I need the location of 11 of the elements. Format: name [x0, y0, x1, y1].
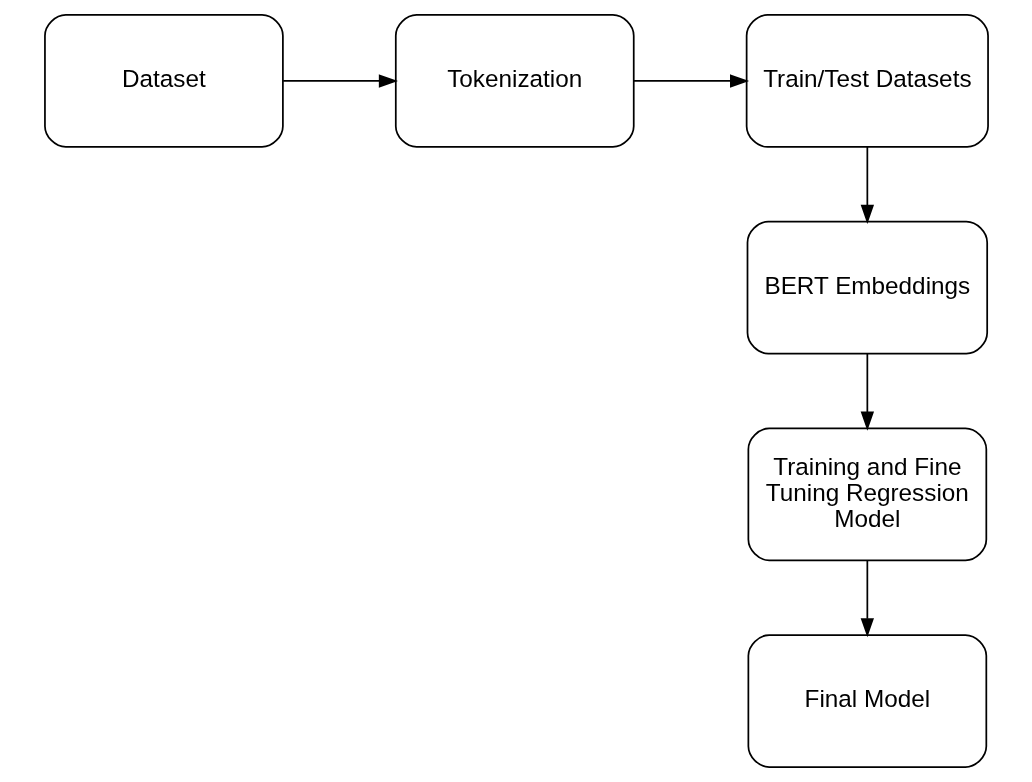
- node-box: Final Model: [747, 634, 987, 768]
- arrow: [281, 74, 398, 88]
- node-box: Tokenization: [394, 14, 635, 148]
- arrow: [860, 146, 874, 224]
- arrow: [860, 352, 874, 431]
- node-box: Training and Fine Tuning Regression Model: [747, 427, 987, 562]
- node-box: Dataset: [43, 14, 284, 148]
- arrow: [860, 559, 874, 638]
- node-box: BERT Embeddings: [746, 220, 988, 355]
- node-box: Train/Test Datasets: [745, 14, 989, 148]
- arrow: [632, 74, 749, 88]
